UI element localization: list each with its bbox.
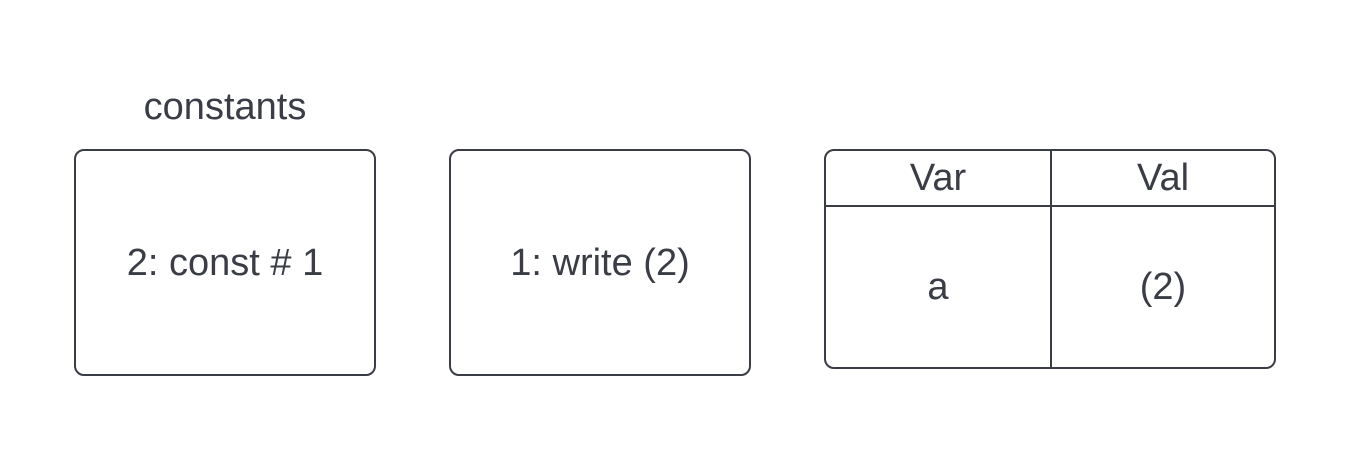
constants-title: constants [143,86,307,128]
table-cell-val: (2) [1139,265,1187,308]
code-box: 1: write (2) [449,149,751,376]
constants-box-text: 2: const # 1 [126,241,324,284]
table-row: a (2) [826,207,1274,367]
code-box-text: 1: write (2) [510,241,690,284]
var-val-table: Var Val a (2) [824,149,1276,369]
table-header-val: Val [1136,156,1190,199]
constants-box: 2: const # 1 [74,149,376,376]
table-cell-var: a [927,265,949,308]
table-header-var: Var [909,156,967,199]
table-column-divider [1050,151,1052,367]
